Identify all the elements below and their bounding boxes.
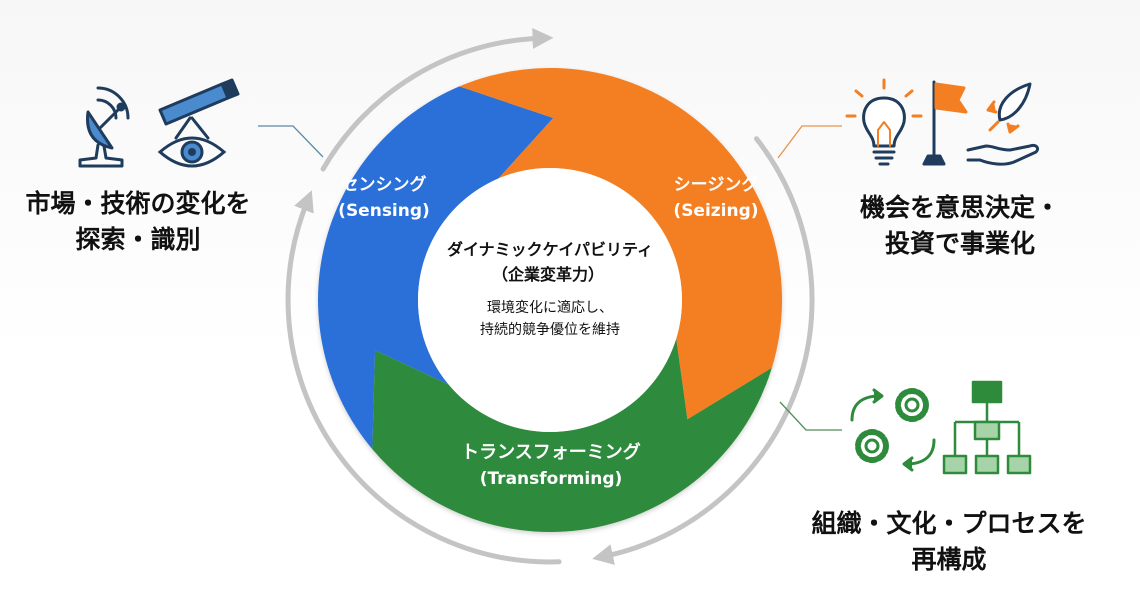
sensing-description-line1: 市場・技術の変化を [25,189,251,218]
center-circle [418,168,682,432]
sensing-label-en: (Sensing) [338,201,430,221]
transforming-description-line2: 再構成 [911,545,987,574]
outer-arrow-1 [320,28,554,172]
gears-cycle-icon [850,388,936,472]
lightbulb-icon [845,78,923,166]
seizing-description-line2: 投資で事業化 [884,229,1035,258]
sensing-description: 市場・技術の変化を 探索・識別 [10,186,266,258]
outer-arrow-3 [285,190,562,565]
org-chart-icon [942,380,1032,475]
outer-arrow-2 [592,136,815,565]
transforming-label-ja: トランスフォーミング [461,441,641,463]
transforming-connector-line [779,401,842,431]
seizing-label-en: (Seizing) [673,201,758,221]
sensing-label-ja: センシング [342,174,427,195]
sensing-connector-line [258,125,324,158]
transforming-segment [372,338,772,532]
cycle-ring [318,67,783,532]
center-desc-line2: 持続的競争優位を維持 [480,321,620,338]
eye-icon [157,136,227,168]
seizing-description-line1: 機会を意思決定・ [859,193,1060,222]
seizing-label-ja: シージング [674,174,759,195]
transforming-description: 組織・文化・プロセスを 再構成 [786,506,1112,578]
center-subtitle: （企業変革力） [492,265,604,284]
center-title: ダイナミックケイパビリティ [447,240,653,259]
rocket-hand-icon [966,82,1040,166]
outer-cycle-arrows [285,28,815,565]
seizing-segment [459,67,783,420]
sensing-segment [318,86,554,450]
transforming-description-line1: 組織・文化・プロセスを [811,509,1087,538]
flag-icon [922,80,968,166]
sensing-description-line2: 探索・識別 [75,225,201,254]
seizing-connector-line [777,125,842,159]
center-desc-line1: 環境変化に適応し、 [487,299,613,316]
telescope-icon [158,78,240,140]
radar-dish-icon [78,86,130,168]
seizing-description: 機会を意思決定・ 投資で事業化 [842,190,1078,262]
transforming-label-en: (Transforming) [480,469,623,489]
